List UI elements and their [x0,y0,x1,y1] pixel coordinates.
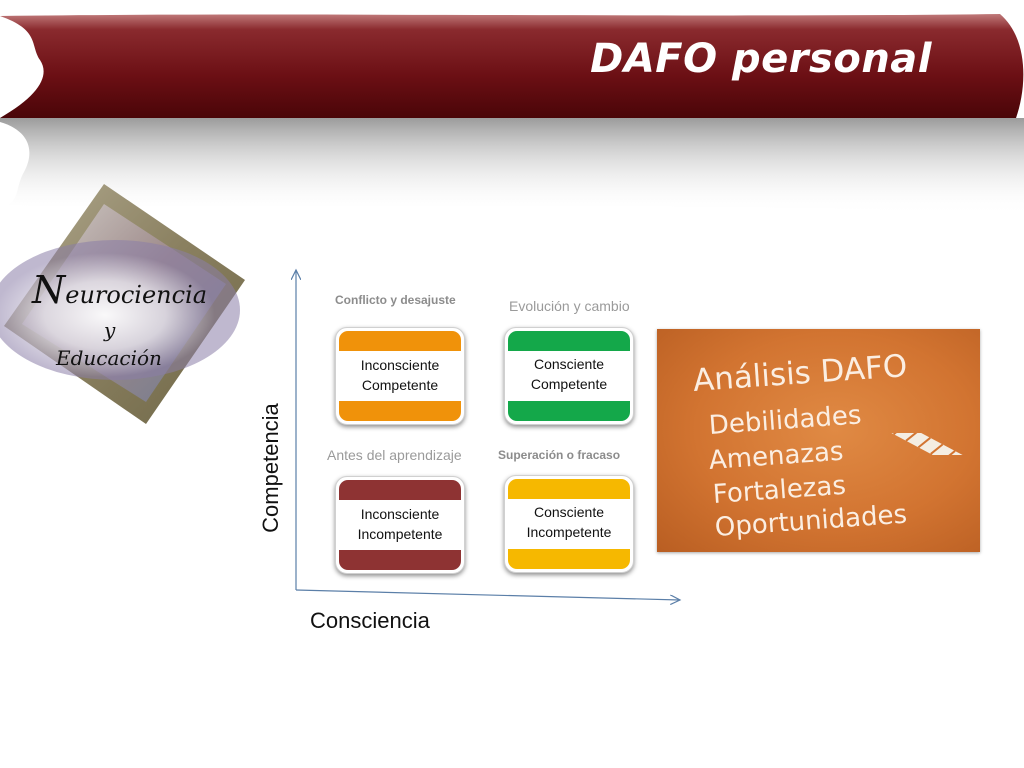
card-text: Consciente Incompetente [505,502,633,542]
logo-line-2: y [104,318,116,342]
caption-conflicto: Conflicto y desajuste [335,293,456,307]
card-text: Inconsciente Incompetente [336,504,464,544]
logo-line-1: Neurociencia [32,268,207,312]
card-band-bottom [508,401,630,421]
logo-initial: N [32,268,66,312]
header-banner [0,14,1024,215]
card-line-2: Incompetente [357,526,443,542]
chalk-icon [887,433,967,455]
caption-evolucion: Evolución y cambio [509,298,630,314]
y-axis-label: Competencia [258,403,283,533]
caption-superacion: Superación o fracaso [498,448,621,462]
card-consciente-incompetente: Consciente Incompetente [504,475,634,573]
board-heading: Análisis DAFO [691,348,909,399]
x-axis-line [295,589,680,600]
board-item-amenazas: Amenazas [707,436,845,476]
card-band-top [508,331,630,351]
neurociencia-logo [0,184,245,424]
card-text: Consciente Competente [505,354,633,394]
board-item-fortalezas: Fortalezas [711,470,847,510]
card-line-2: Competente [530,376,608,392]
card-band-top [339,480,461,500]
card-band-top [508,479,630,499]
card-line-1: Consciente [533,504,605,520]
card-band-bottom [339,401,461,421]
card-line-1: Inconsciente [360,357,440,373]
card-band-bottom [508,549,630,569]
card-consciente-competente: Consciente Competente [504,327,634,425]
board-item-debilidades: Debilidades [707,400,863,441]
card-text: Inconsciente Competente [336,355,464,395]
card-line-1: Consciente [533,356,605,372]
card-line-1: Inconsciente [360,506,440,522]
card-line-2: Incompetente [526,524,612,540]
caption-antes: Antes del aprendizaje [327,447,462,463]
logo-word: eurociencia [65,281,208,309]
card-line-2: Competente [361,377,439,393]
slide-title: DAFO personal [590,36,932,82]
card-band-top [339,331,461,351]
card-inconsciente-competente: Inconsciente Competente [335,327,465,425]
logo-line-3: Educación [56,346,162,370]
dafo-board-image: Análisis DAFO Debilidades Amenazas Forta… [657,329,980,552]
card-inconsciente-incompetente: Inconsciente Incompetente [335,476,465,574]
x-axis-label: Consciencia [310,608,430,633]
card-band-bottom [339,550,461,570]
